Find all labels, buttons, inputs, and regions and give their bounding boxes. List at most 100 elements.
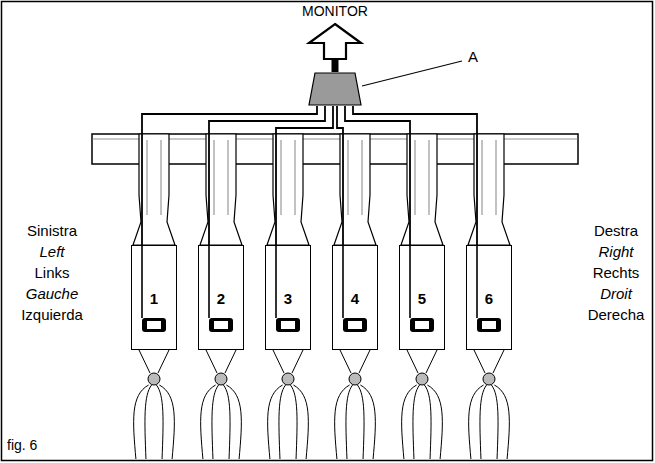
side-label: Gauche [12,285,92,303]
sensor-wire [208,245,210,318]
tine [226,385,241,459]
seed-sensor [276,318,300,332]
junction-box: A [308,72,362,106]
unit-body [466,245,512,350]
junction-box-shape [308,72,362,106]
tine [134,385,149,459]
linkage [139,350,169,373]
side-label: Destra [576,222,655,240]
tine [268,385,283,459]
tine [156,385,163,459]
pivot [349,373,361,385]
side-label: Droit [576,285,655,303]
pivot [215,373,227,385]
main-cable [332,59,339,72]
side-label: Izquierda [12,306,92,324]
callout-letter: A [468,48,522,65]
arm-rib [214,140,215,215]
arm-rib [161,140,162,215]
tine [346,385,353,459]
sensor-wire [476,245,478,318]
connector [309,24,361,72]
unit-body [131,245,177,350]
sensor-cable [209,106,325,245]
seed-sensor [343,318,367,332]
sensor-wire [342,245,344,318]
arm-rib [147,140,148,215]
arm-rib [482,140,483,215]
sensor-wire [141,245,143,318]
callout-number: 4 [333,290,377,307]
sensor-window [281,321,295,329]
tine [159,385,174,459]
tine [290,385,297,459]
pivot [282,373,294,385]
sensor-wire [275,245,277,318]
unit-body [198,245,244,350]
side-label: Left [12,243,92,261]
row-unit [399,134,445,459]
sensor-cable [345,106,410,245]
tine [491,385,498,459]
sensor-unit: 5 [399,245,445,350]
sensor-cable [337,106,343,245]
tine [424,385,431,459]
tine [279,385,286,459]
unit-body [399,245,445,350]
seed-sensor [410,318,434,332]
unit-arm [133,134,175,245]
linkage [407,350,437,373]
tine [293,385,308,459]
sensor-cable [353,106,477,245]
unit-arm [468,134,510,245]
sensor-window [348,321,362,329]
sensor-window [482,321,496,329]
sensor-cable [142,106,317,245]
sensor-unit: 1 [131,245,177,350]
connector [337,106,343,245]
connector [345,106,410,245]
callout-number: 6 [467,290,511,307]
unit-arm [200,134,242,245]
tine [494,385,509,459]
arm-rib [415,140,416,215]
unit-arm [401,134,443,245]
monitor-label: MONITOR [285,3,385,20]
connector [276,106,333,245]
tine [223,385,230,459]
tine [357,385,364,459]
side-label: Rechts [576,264,655,282]
arm-rib [348,140,349,215]
linkage [340,350,370,373]
tine [212,385,219,459]
side-label: Right [576,243,655,261]
arrow-head [309,24,361,59]
sensor-window [415,321,429,329]
unit-body [265,245,311,350]
sensor-unit: 3 [265,245,311,350]
callout-number: 1 [132,290,176,307]
arm-rib [496,140,497,215]
side-label: Derecha [576,306,655,324]
tine [402,385,417,459]
sensor-cable [276,106,333,245]
row-unit [332,134,378,459]
linkage [206,350,236,373]
linkage [273,350,303,373]
tine [427,385,442,459]
pivot [483,373,495,385]
figure-caption: fig. 6 [7,437,37,454]
sensor-window [147,321,161,329]
leader-line [362,61,462,86]
tine [480,385,487,459]
arm-rib [362,140,363,215]
linkage [474,350,504,373]
connector [209,106,325,245]
side-label: Sinistra [12,222,92,240]
sensor-window [214,321,228,329]
callout-number: 2 [199,290,243,307]
unit-arm [334,134,376,245]
row-unit [198,134,244,459]
